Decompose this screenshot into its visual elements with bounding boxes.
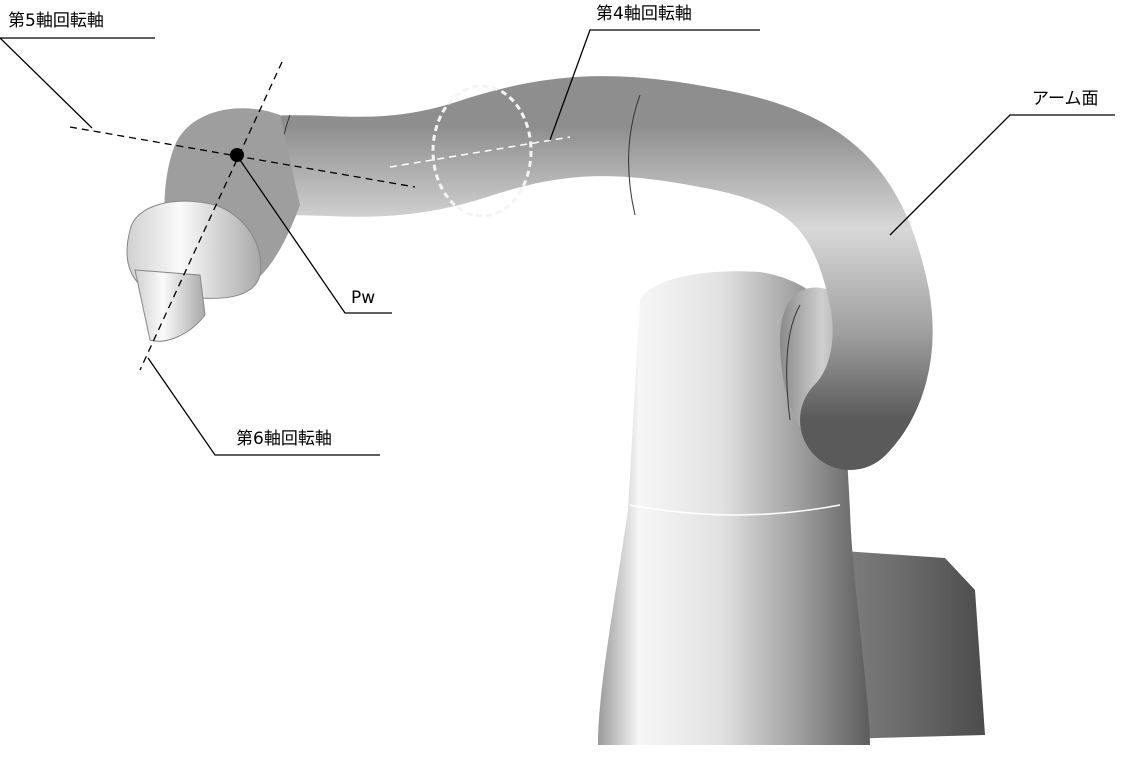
axis4-label: 第4軸回転軸 bbox=[596, 4, 692, 24]
axis5-label: 第5軸回転軸 bbox=[8, 11, 104, 31]
axis6-leader bbox=[147, 357, 380, 456]
pw-label: Pw bbox=[351, 288, 376, 308]
axis4-leader bbox=[549, 29, 760, 141]
arm-plane-label: アーム面 bbox=[1032, 89, 1099, 109]
axis6-label: 第6軸回転軸 bbox=[236, 429, 332, 449]
pw-point bbox=[230, 148, 244, 162]
axis6-line bbox=[139, 61, 283, 371]
arm-tube bbox=[180, 76, 933, 470]
axis5-line bbox=[69, 126, 416, 188]
axis4-line bbox=[389, 136, 571, 168]
arm-plane-leader bbox=[889, 114, 1115, 236]
pw-leader bbox=[239, 159, 392, 314]
axis4-rotation-circle bbox=[431, 84, 533, 218]
axis5-leader bbox=[0, 37, 155, 129]
